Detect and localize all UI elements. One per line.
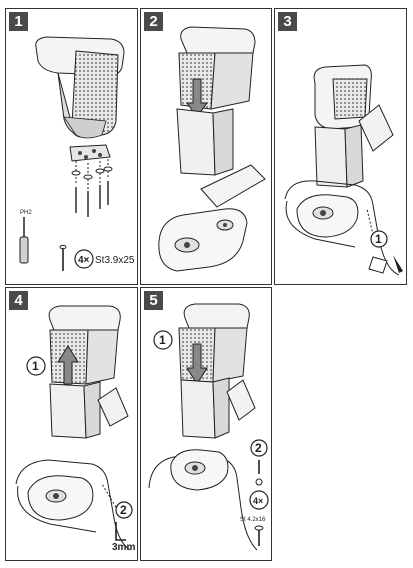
callout-1-label: 1 (375, 232, 382, 246)
step-number-badge: 5 (144, 291, 163, 310)
step-panel-2: 2 (140, 8, 272, 285)
armrest-mount-illustration (158, 26, 266, 272)
step-number-badge: 3 (278, 12, 297, 31)
armrest-lift-illustration: 1 2 3mm (15, 305, 135, 553)
step-number-badge: 1 (9, 12, 28, 31)
armrest-assembly-illustration: PH2 4× St3.9x25 (19, 36, 135, 271)
screw-spec-label: St 4.2x16 (240, 517, 266, 523)
screw-count-label: 4× (253, 496, 263, 506)
hex-key-size-label: 3mm (112, 542, 135, 553)
screw-count-label: 4× (78, 255, 90, 266)
callout-2-label: 2 (120, 503, 127, 517)
screw-spec-label: St3.9x25 (95, 255, 135, 266)
step-panel-4: 4 1 2 3mm (5, 287, 138, 561)
callout-1-label: 1 (159, 333, 166, 347)
step-panel-1: 1 P (5, 8, 138, 285)
step-panel-3: 3 1 (274, 8, 407, 285)
callout-1-label: 1 (32, 359, 39, 373)
callout-2-label: 2 (255, 441, 262, 455)
armrest-installed-illustration: 1 (284, 64, 403, 276)
step-number-badge: 2 (144, 12, 163, 31)
screwdriver-tip-label: PH2 (20, 210, 32, 216)
armrest-fasten-illustration: 1 2 4× St 4.2x16 (148, 303, 269, 551)
step-panel-5: 5 1 2 4× St 4.2x16 (140, 287, 272, 561)
step-number-badge: 4 (9, 291, 28, 310)
